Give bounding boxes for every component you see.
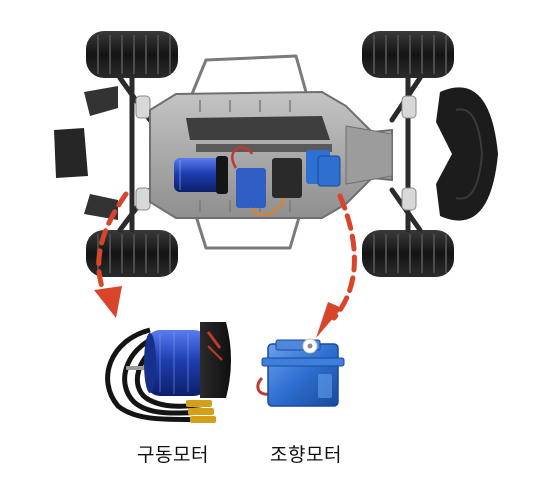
tire-rear-right bbox=[362, 230, 454, 277]
tire-front-left bbox=[86, 31, 178, 78]
shock-absorbers bbox=[135, 95, 417, 211]
rear-bumper bbox=[54, 86, 118, 220]
tire-front-right bbox=[362, 31, 454, 78]
drive-motor-label: 구동모터 bbox=[137, 444, 209, 466]
front-bumper bbox=[436, 87, 498, 221]
tire-rear-left bbox=[86, 230, 178, 277]
arrow-to-steering-motor bbox=[316, 193, 357, 338]
installed-drive-motor bbox=[174, 156, 228, 194]
installed-steering-servo bbox=[317, 155, 341, 187]
steering-motor-label: 조향모터 bbox=[270, 444, 342, 466]
roll-bars bbox=[190, 54, 308, 250]
steering-servo-photo bbox=[256, 338, 345, 407]
drive-motor-photo bbox=[105, 322, 231, 423]
electronics bbox=[231, 146, 330, 216]
chassis-tub bbox=[149, 90, 393, 219]
arrow-to-drive-motor bbox=[94, 191, 129, 318]
